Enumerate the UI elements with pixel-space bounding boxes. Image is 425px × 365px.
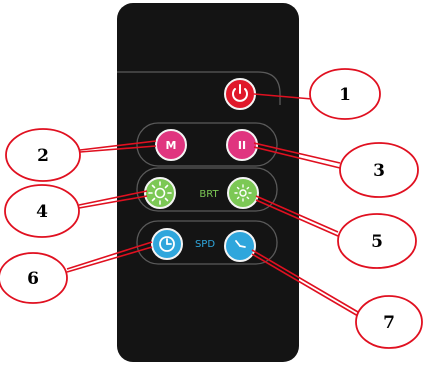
sun-large-icon (148, 181, 172, 205)
callout-5: 5 (337, 213, 417, 269)
callout-6: 6 (0, 252, 68, 304)
callout-2-bubble (5, 128, 81, 182)
callout-7: 7 (355, 295, 423, 349)
callout-7-bubble (355, 295, 423, 349)
callout-2-number: 2 (37, 146, 49, 166)
callout-leader-lines (66, 93, 359, 317)
callout-line-7b (251, 253, 359, 317)
callout-3-bubble (339, 142, 419, 198)
speed-label: SPD (195, 239, 215, 250)
sun-small-icon (234, 184, 252, 202)
mode-button-face (155, 129, 187, 161)
callout-bubbles: 1 2 3 4 5 6 7 (0, 68, 423, 349)
callout-line-2a (79, 140, 157, 151)
pause-button[interactable]: II (226, 129, 258, 161)
brightness-group-outline (136, 167, 278, 212)
callout-4-bubble (4, 184, 80, 238)
callout-3-number: 3 (373, 161, 385, 181)
callout-line-6a (66, 241, 153, 270)
callout-line-3b (253, 146, 341, 169)
callout-line-4b (78, 195, 148, 209)
callout-line-3a (253, 142, 341, 164)
clock-fast-icon (235, 240, 246, 248)
callout-4: 4 (4, 184, 80, 238)
callout-2: 2 (5, 128, 81, 182)
brightness-down-button-face (227, 177, 259, 209)
callout-5-number: 5 (371, 232, 383, 252)
callout-6-number: 6 (27, 269, 39, 289)
mode-icon: M (166, 139, 177, 152)
top-divider-outline (117, 71, 281, 105)
callout-line-7a (251, 249, 359, 313)
callout-line-6b (66, 246, 153, 273)
callout-1: 1 (309, 68, 381, 120)
mode-group-outline (136, 122, 278, 167)
clock-icon (159, 236, 175, 252)
callout-7-number: 7 (383, 313, 395, 333)
brightness-up-button[interactable] (144, 177, 176, 209)
brightness-label: BRT (199, 189, 219, 200)
speed-slow-button[interactable] (151, 228, 183, 260)
power-button[interactable] (224, 78, 256, 110)
remote-body (117, 3, 299, 362)
callout-4-number: 4 (36, 202, 48, 222)
mode-button[interactable]: M (155, 129, 187, 161)
callout-1-number: 1 (339, 85, 351, 105)
power-icon (232, 84, 248, 102)
callout-5-bubble (337, 213, 417, 269)
callout-line-4a (78, 190, 148, 206)
callout-line-5a (255, 195, 339, 233)
pause-icon: II (238, 139, 246, 152)
callout-line-2b (79, 145, 157, 153)
brightness-down-button[interactable] (227, 177, 259, 209)
speed-fast-button[interactable] (224, 230, 256, 262)
pause-button-face (226, 129, 258, 161)
callout-3: 3 (339, 142, 419, 198)
callout-6-bubble (0, 252, 68, 304)
speed-group-outline (136, 220, 278, 265)
callout-line-5b (255, 199, 339, 237)
button-group-outlines (117, 71, 281, 265)
callout-line-1 (253, 93, 313, 100)
callout-1-bubble (309, 68, 381, 120)
